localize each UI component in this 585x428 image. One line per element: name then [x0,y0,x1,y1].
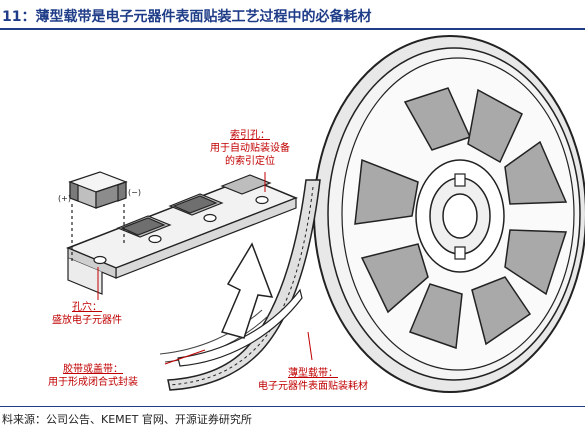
source-note: 料来源：公司公告、KEMET 官网、开源证券研究所 [2,413,252,426]
annotation-sprocket-hole-line1: 用于自动贴装设备 [210,143,290,154]
annotation-cover-tape-line1: 用于形成闭合式封装 [48,377,138,388]
annotation-cover-tape: 胶带或盖带： 用于形成闭合式封装 [48,363,138,389]
carrier-tape-strip [65,174,299,295]
diagram-illustration [65,35,585,393]
annotation-carrier-tape: 薄型载带： 电子元器件表面贴装耗材 [258,367,368,393]
annotation-carrier-tape-title: 薄型载带： [288,368,338,379]
pockets [116,174,272,238]
reel-icon [313,35,585,393]
polarity-negative-label: (−) [128,188,141,197]
figure-title: 11：薄型载带是电子元器件表面贴装工艺过程中的必备耗材 [2,9,372,25]
annotation-sprocket-hole: 索引孔： 用于自动贴装设备 的索引定位 [210,129,290,168]
smd-component-icon [68,171,128,264]
annotation-pocket: 孔穴： 盛放电子元器件 [52,301,122,327]
polarity-positive-label: (+) [58,194,71,203]
sprocket-holes [93,195,269,265]
annotation-pocket-line1: 盛放电子元器件 [52,315,122,326]
annotation-sprocket-hole-line2: 的索引定位 [225,156,275,167]
carrier-tape-diagram: (+) (−) 索引孔： 用于自动贴装设备 的索引定位 孔穴： 盛放电子元器件 … [0,32,585,404]
leader-lines [97,172,313,365]
figure-footer: 料来源：公司公告、KEMET 官网、开源证券研究所 [0,406,585,428]
direction-arrow-icon [220,242,274,339]
annotation-pocket-title: 孔穴： [72,302,102,313]
annotation-cover-tape-title: 胶带或盖带： [63,364,123,375]
annotation-carrier-tape-line1: 电子元器件表面贴装耗材 [258,381,368,392]
annotation-sprocket-hole-title: 索引孔： [230,130,270,141]
figure-header: 11：薄型载带是电子元器件表面贴装工艺过程中的必备耗材 [0,0,585,30]
unwound-carrier-tape [159,179,321,391]
